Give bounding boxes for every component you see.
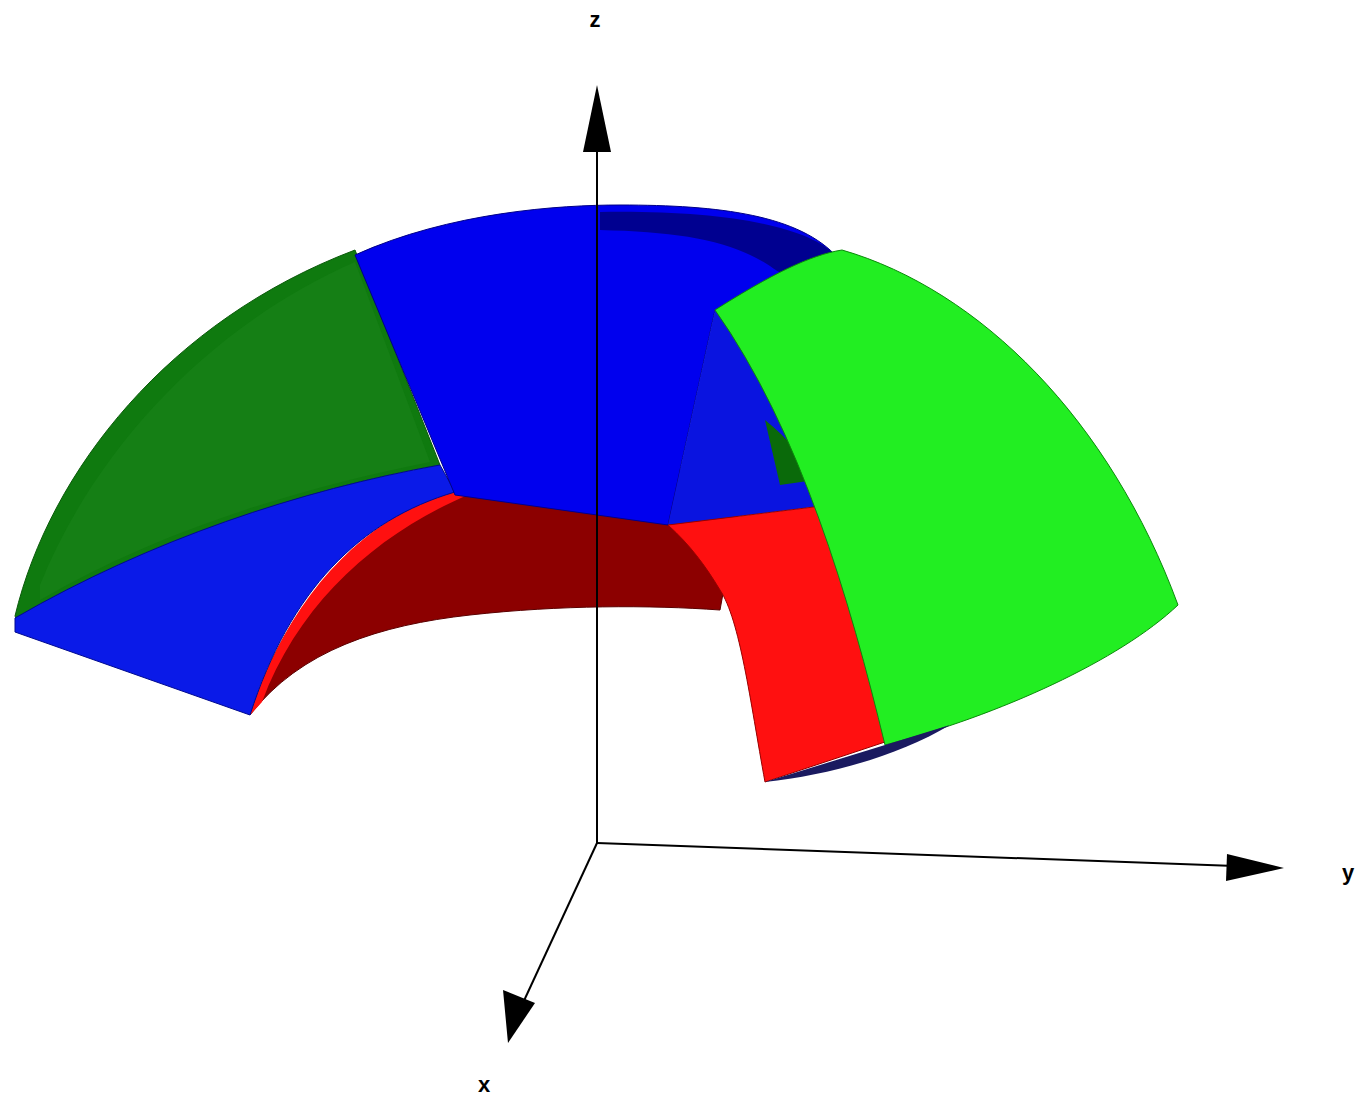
axis-label: y: [1342, 862, 1354, 884]
x-axis-line: [522, 843, 597, 1005]
x-arrowhead: [503, 990, 535, 1043]
y-arrowhead: [1226, 854, 1284, 881]
right-green-shell: [715, 250, 1178, 745]
dark-underside-sliver: [765, 725, 950, 782]
z-axis-line: [596, 140, 598, 843]
axis-label: x: [478, 1074, 490, 1096]
y-axis-line: [597, 843, 1235, 866]
axis-label: z: [590, 9, 601, 31]
left-blue-band: [15, 465, 455, 715]
z-arrowhead: [583, 85, 611, 152]
